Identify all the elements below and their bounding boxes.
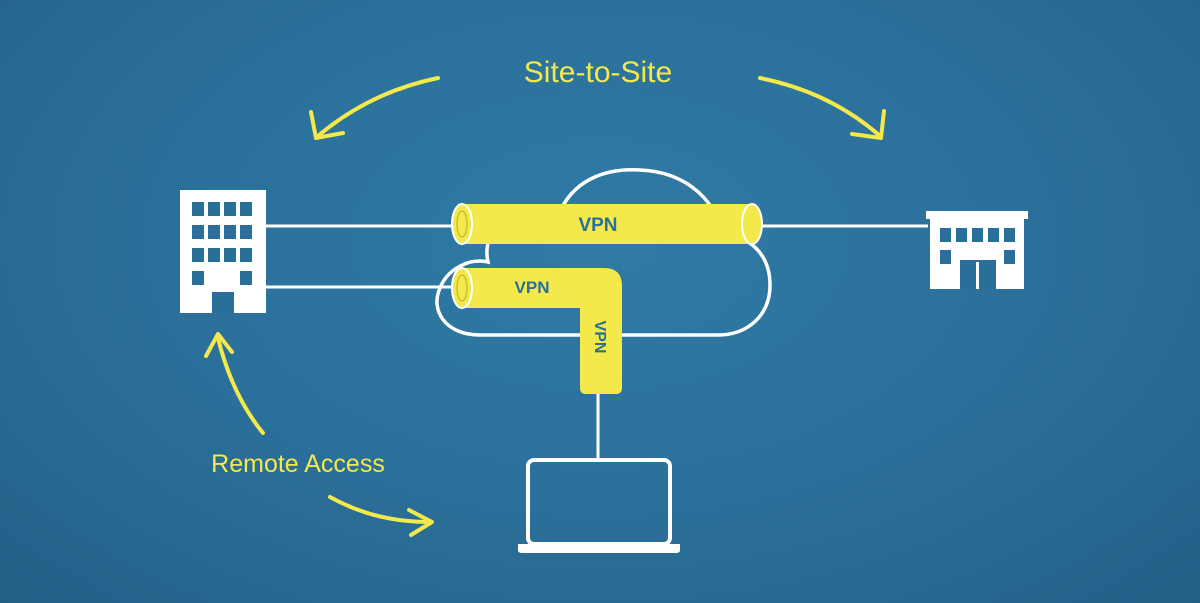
vpn-tunnel-top: VPN xyxy=(451,203,763,245)
vpn-vertical-label: VPN xyxy=(591,321,608,354)
remote-access-arrow-up xyxy=(204,332,265,435)
vpn-middle-label: VPN xyxy=(515,278,550,297)
office-building-icon xyxy=(180,190,266,313)
vpn-tunnel-elbow: VPN VPN xyxy=(451,267,622,394)
remote-access-arrow-right xyxy=(328,495,434,537)
laptop-icon xyxy=(518,458,680,553)
site-to-site-label: Site-to-Site xyxy=(524,56,672,89)
site-to-site-arrow-right xyxy=(758,76,886,140)
cloud-icon xyxy=(435,168,772,337)
site-to-site-arrow-left xyxy=(309,76,440,140)
office-building-icon xyxy=(926,211,1028,289)
connection-lines xyxy=(266,224,928,460)
vpn-top-label: VPN xyxy=(578,215,617,236)
remote-access-label: Remote Access xyxy=(211,450,385,478)
